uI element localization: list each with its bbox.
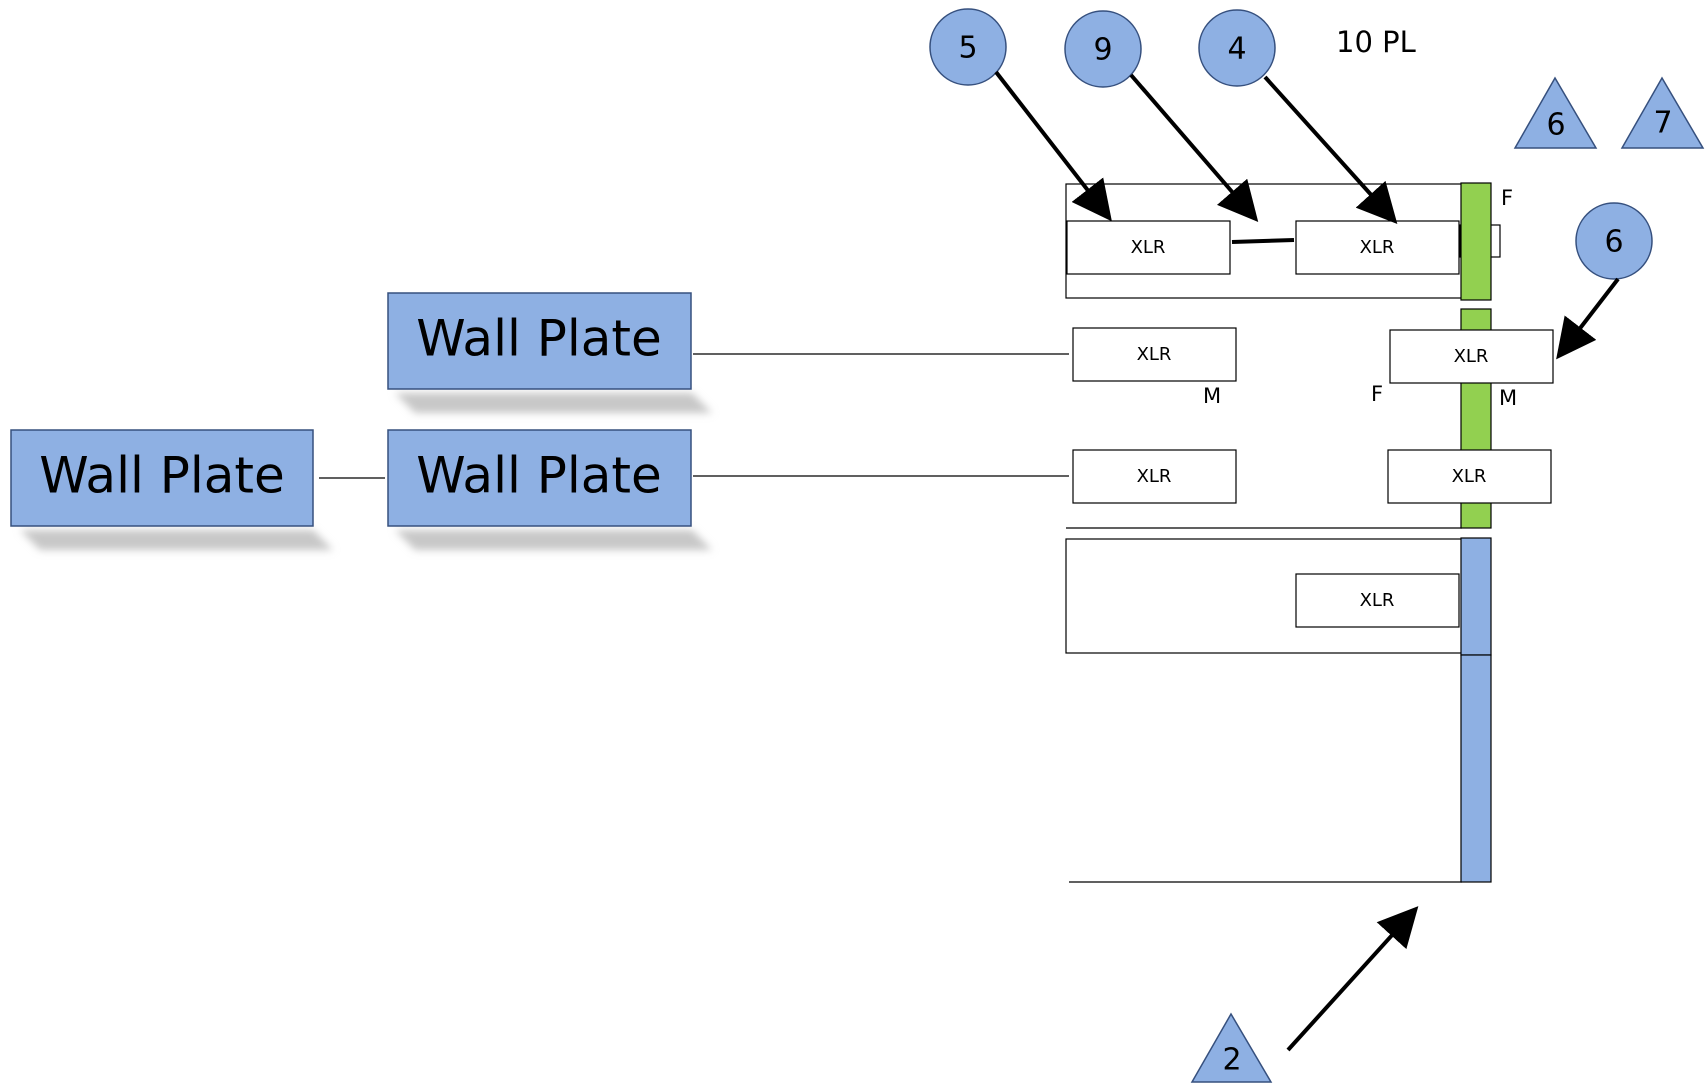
- arrow-6: [1556, 277, 1620, 360]
- callout-arrows: [994, 70, 1620, 1052]
- wall-plate-label: Wall Plate: [39, 447, 285, 505]
- title-label: 10 PL: [1336, 25, 1416, 59]
- arrow-4: [1263, 75, 1398, 224]
- callout-number: 7: [1653, 106, 1672, 141]
- xlr-label: XLR: [1360, 590, 1395, 611]
- connector-lines: [319, 353, 1069, 479]
- xlr-label: XLR: [1454, 346, 1489, 367]
- callout-number: 2: [1222, 1043, 1241, 1078]
- gender-label-m: M: [1203, 384, 1221, 408]
- callout-circle: 4: [1198, 9, 1276, 87]
- wall-plate-label: Wall Plate: [416, 310, 662, 368]
- xlr-label: XLR: [1131, 237, 1166, 258]
- callout-number: 6: [1604, 225, 1623, 260]
- arrow-9: [1129, 73, 1259, 223]
- xlr-label: XLR: [1360, 237, 1395, 258]
- gender-label-f: F: [1371, 382, 1383, 406]
- callout-circle: 6: [1575, 202, 1653, 280]
- callout-triangle: 2: [1190, 1012, 1273, 1083]
- callout-triangle: 7: [1620, 76, 1705, 149]
- green-strip-top: [1460, 182, 1492, 301]
- xlr-box: XLR: [1072, 449, 1237, 504]
- gender-label-m: M: [1499, 386, 1517, 410]
- xlr-box: XLR: [1295, 220, 1460, 275]
- wall-plate-label: Wall Plate: [416, 447, 662, 505]
- xlr-link: [1231, 238, 1295, 244]
- arrow-2: [1286, 906, 1419, 1052]
- blue-strip-lower: [1460, 654, 1492, 883]
- wall-plate-left: Wall Plate: [10, 429, 314, 527]
- callout-triangle: 6: [1513, 76, 1598, 149]
- arrow-5: [994, 70, 1112, 222]
- xlr-box: XLR: [1387, 449, 1552, 504]
- callout-circle: 5: [929, 8, 1007, 86]
- gender-label-f: F: [1501, 186, 1513, 210]
- callout-number: 9: [1093, 33, 1112, 68]
- callout-number: 6: [1546, 108, 1565, 143]
- wall-plate-upper: Wall Plate: [387, 292, 692, 390]
- xlr-box: XLR: [1389, 329, 1554, 384]
- xlr-label: XLR: [1137, 466, 1172, 487]
- wall-plate-lower: Wall Plate: [387, 429, 692, 527]
- callout-circle: 9: [1064, 10, 1142, 88]
- xlr-box: XLR: [1072, 327, 1237, 382]
- xlr-box: XLR: [1295, 573, 1460, 628]
- wall-plate-shadows: [20, 393, 712, 550]
- callout-number: 4: [1227, 32, 1246, 67]
- xlr-label: XLR: [1452, 466, 1487, 487]
- xlr-box: XLR: [1066, 220, 1231, 275]
- xlr-label: XLR: [1137, 344, 1172, 365]
- blue-strip-upper: [1460, 537, 1492, 656]
- callout-number: 5: [958, 31, 977, 66]
